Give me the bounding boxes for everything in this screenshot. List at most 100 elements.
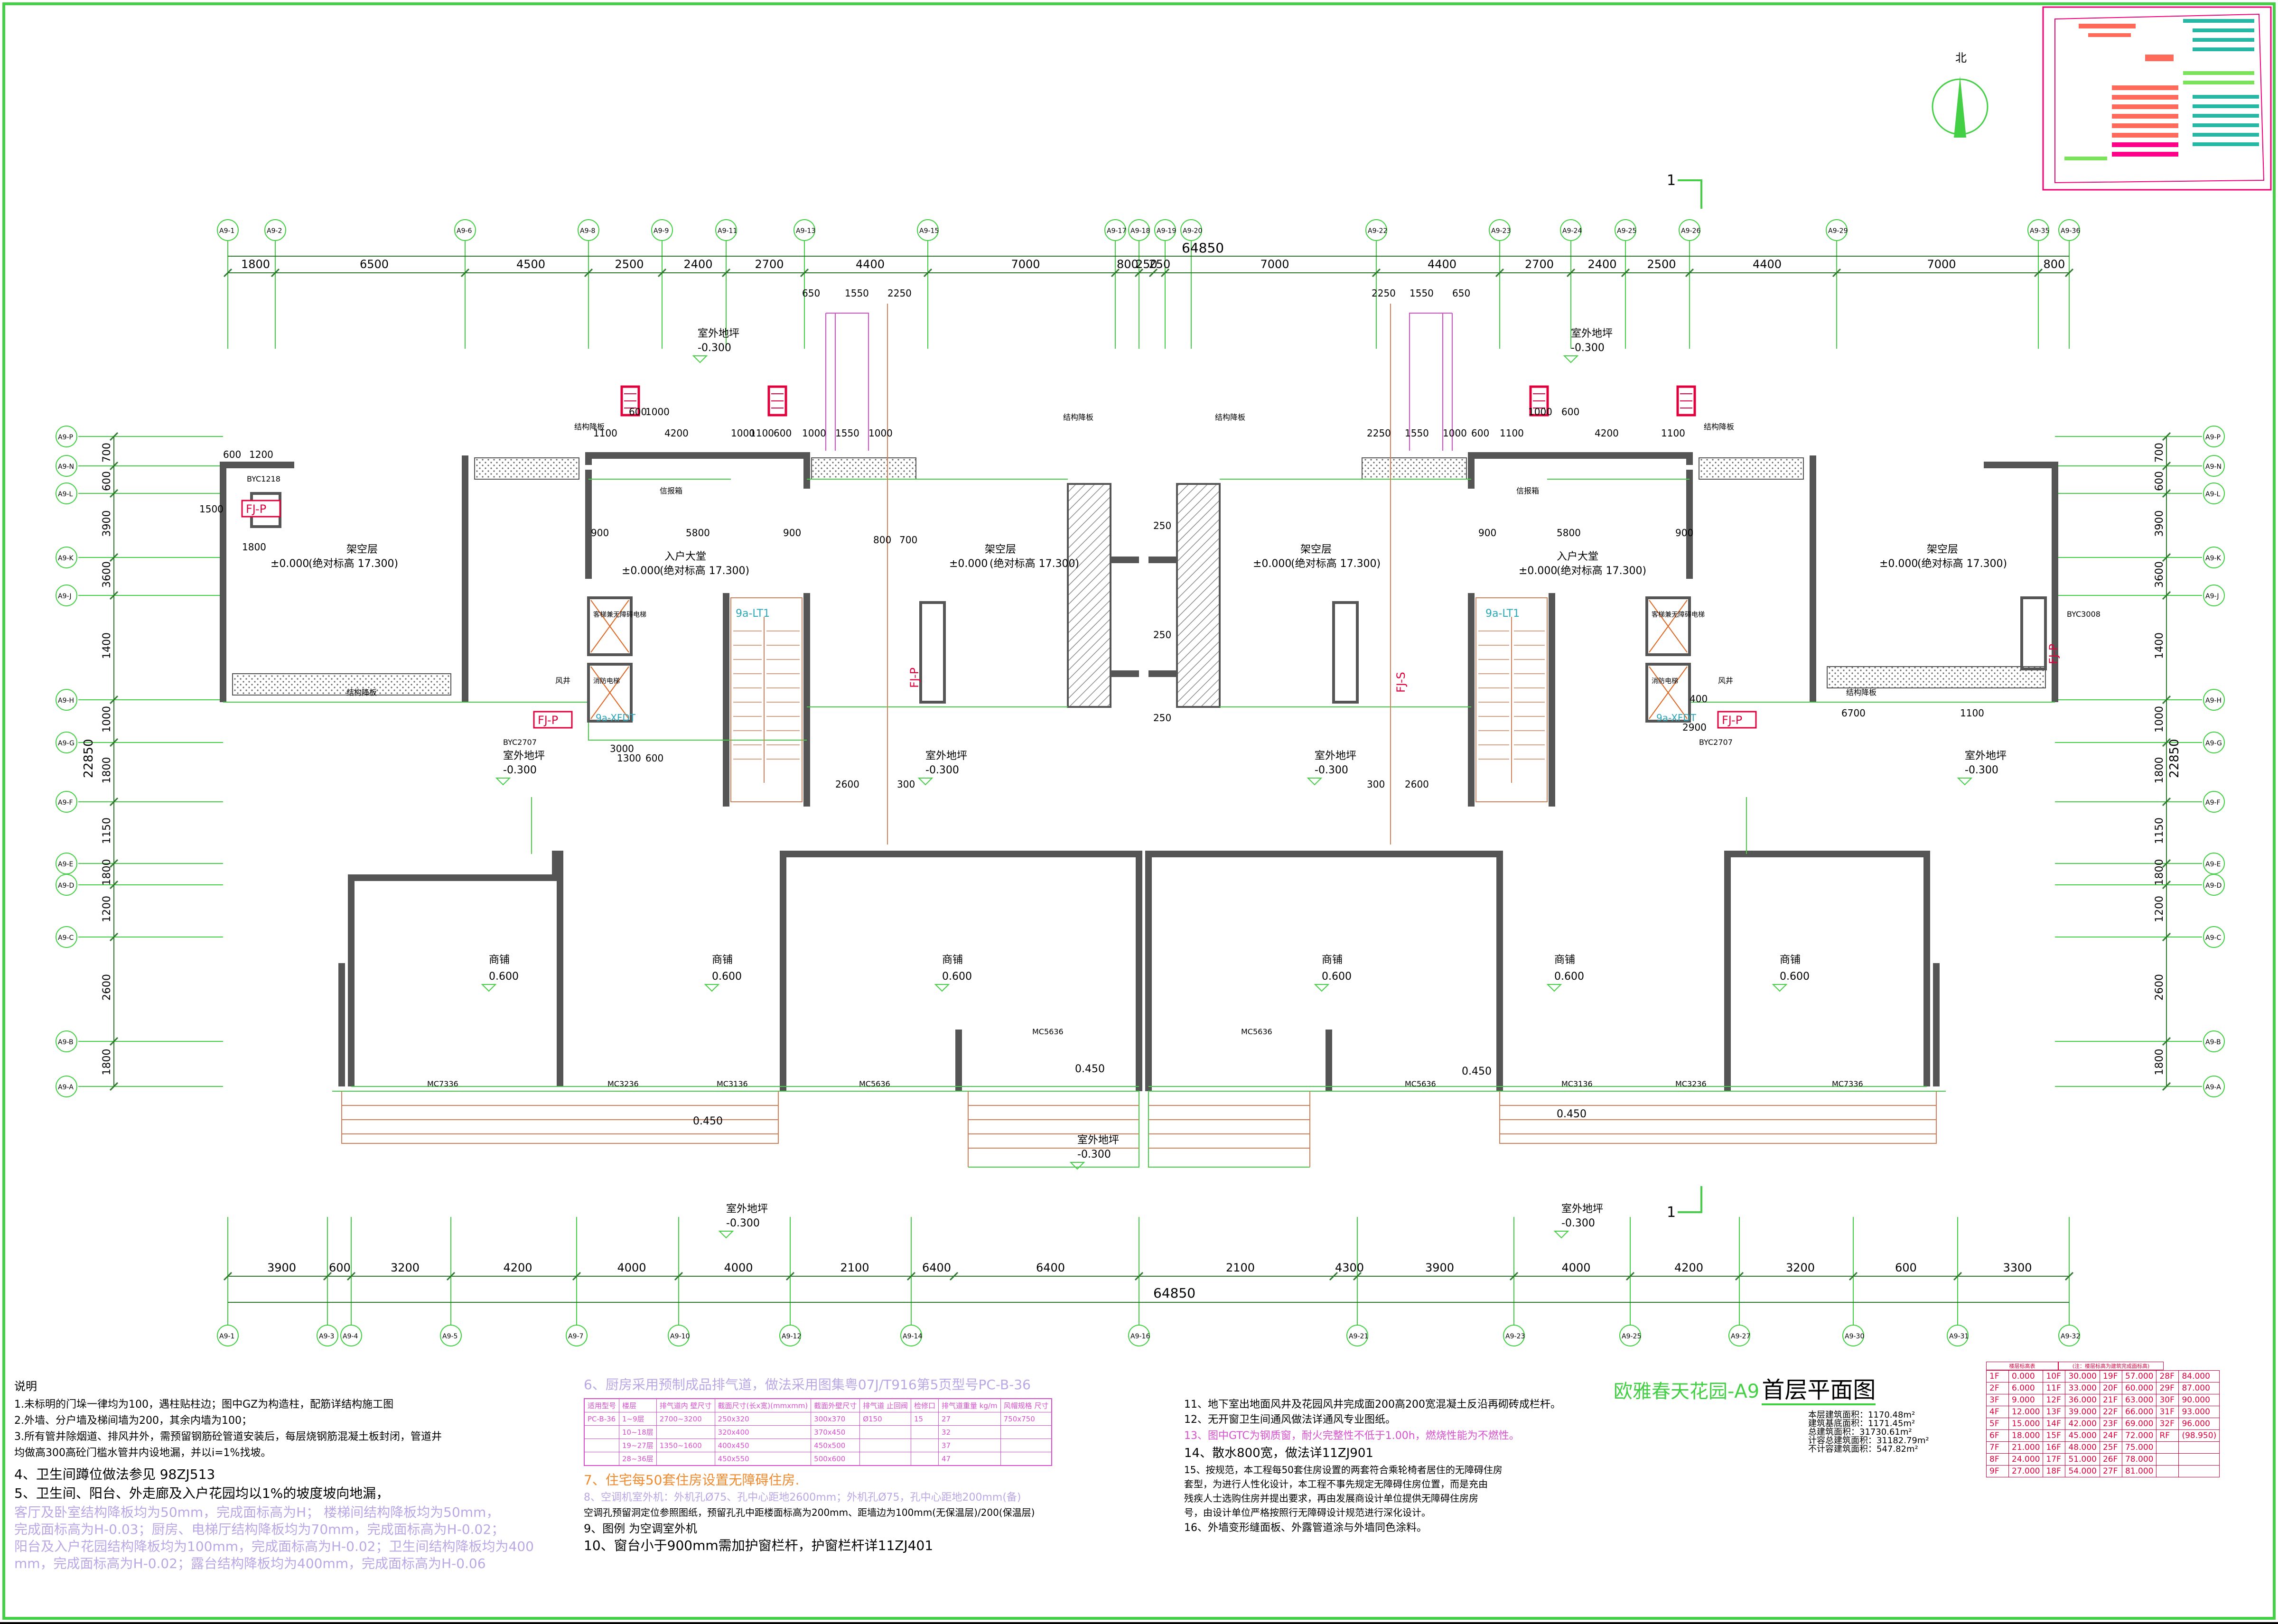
table-cell: 39.000	[2065, 1406, 2100, 1418]
dimension-tick	[223, 1271, 233, 1281]
axis-label: A9-C	[2205, 934, 2222, 942]
svg-text:结构降板: 结构降板	[574, 422, 605, 431]
axis-bubble	[668, 1325, 690, 1346]
shop-level: 0.600	[1780, 971, 1810, 983]
dimension-value: 6400	[1036, 1261, 1065, 1274]
area-label: ±0.000	[271, 558, 309, 570]
dimension-value: 4200	[504, 1261, 532, 1274]
svg-text:400: 400	[1690, 693, 1708, 705]
axis-label: A9-E	[2205, 861, 2221, 868]
outdoor-label: 室外地坪	[1965, 750, 2007, 762]
dimension-tick	[906, 1271, 916, 1281]
dimension-tick	[2162, 859, 2171, 868]
svg-text:1550: 1550	[845, 288, 869, 299]
axis-label: A9-B	[58, 1039, 74, 1046]
axis-bubble	[1615, 219, 1636, 241]
dimension-tick	[1148, 268, 1158, 278]
area-label: (绝对标高 17.300)	[660, 565, 749, 577]
svg-text:650: 650	[1452, 288, 1470, 299]
dimension-tick	[223, 268, 233, 278]
axis-bubble	[578, 219, 599, 241]
dimension-value: 1800	[241, 258, 270, 271]
outdoor-label: 室外地坪	[1571, 328, 1613, 340]
dimension-value: 4000	[724, 1261, 753, 1274]
area-label: 架空层	[985, 544, 1016, 556]
svg-text:6700: 6700	[1841, 707, 1866, 719]
axis-label: A9-36	[2061, 227, 2080, 235]
svg-text:MC3236: MC3236	[607, 1079, 639, 1088]
dimension-value: 600	[1895, 1261, 1917, 1274]
axis-label: A9-D	[2205, 882, 2222, 890]
shop-level: 0.600	[1554, 971, 1584, 983]
dimension-value: 4000	[617, 1261, 646, 1274]
dimension-tick	[2162, 880, 2171, 890]
axis-bubble	[2203, 926, 2225, 948]
dimension-tick	[1849, 1271, 1858, 1281]
dimension-value: 3600	[2154, 561, 2166, 588]
shop-label: 商铺	[489, 954, 510, 966]
outdoor-level: -0.300	[698, 342, 731, 354]
axis-bubble	[2027, 219, 2049, 241]
dimension-value: 3200	[391, 1261, 420, 1274]
table-cell: 6.000	[2008, 1382, 2044, 1394]
dimension-tick	[109, 591, 119, 600]
axis-label: A9-26	[1681, 227, 1700, 235]
svg-text:MC7336: MC7336	[1832, 1079, 1863, 1088]
area-label: ±0.000	[949, 558, 988, 570]
dimension-tick	[1111, 268, 1120, 278]
svg-text:MC5636: MC5636	[1405, 1079, 1436, 1088]
table-cell: 48.000	[2065, 1441, 2100, 1454]
dimension-tick	[2162, 432, 2171, 441]
table-cell: 90.000	[2178, 1394, 2220, 1406]
dimension-tick	[109, 932, 119, 942]
axis-label: A9-25	[1617, 227, 1636, 235]
dimension-value: 800	[1117, 258, 1139, 271]
axis-label: A9-35	[2030, 227, 2049, 235]
axis-bubble	[1947, 1325, 1969, 1346]
outdoor-label: 室外地坪	[698, 328, 739, 340]
svg-text:1100: 1100	[1661, 427, 1685, 439]
outdoor-label: 室外地坪	[726, 1203, 768, 1215]
terrace-steps	[341, 304, 1937, 1167]
dimension-tick	[1134, 1271, 1144, 1281]
area-label: (绝对标高 17.300)	[1917, 558, 2007, 570]
area-label: (绝对标高 17.300)	[990, 558, 1079, 570]
axis-label: A9-H	[58, 697, 74, 705]
dimension-value: 1150	[2154, 817, 2166, 844]
dimension-tick	[1735, 1271, 1744, 1281]
svg-text:信报箱: 信报箱	[1516, 486, 1539, 495]
axis-label: A9-23	[1505, 1333, 1525, 1340]
svg-text:600: 600	[1561, 406, 1579, 418]
level-marker	[495, 778, 511, 786]
axis-label: A9-5	[442, 1333, 457, 1340]
table-cell: (98.950)	[2178, 1429, 2220, 1442]
dimension-value: 2700	[1525, 258, 1554, 271]
level-marker	[1772, 984, 1788, 992]
table-cell: 32F	[2156, 1418, 2179, 1430]
dimension-value: 1800	[2154, 859, 2166, 886]
axis-label: A9-6	[457, 227, 472, 235]
axis-label: A9-29	[1828, 227, 1848, 235]
svg-text:0.450: 0.450	[1462, 1066, 1492, 1077]
axis-bubble	[2203, 791, 2225, 813]
axis-bubble	[1503, 1325, 1525, 1346]
dimension-tick	[2162, 553, 2171, 562]
table-cell: 69.000	[2121, 1418, 2157, 1430]
svg-text:2250: 2250	[887, 288, 912, 299]
table-cell: 54.000	[2065, 1465, 2100, 1477]
axis-bubble	[2058, 219, 2080, 241]
svg-text:1000: 1000	[1443, 427, 1467, 439]
svg-text:1000: 1000	[731, 427, 755, 439]
shop-level: 0.600	[489, 971, 519, 983]
dimension-value: 1800	[101, 757, 113, 784]
dimension-tick	[2162, 797, 2171, 807]
dimension-tick	[2162, 591, 2171, 600]
axis-bubble	[2203, 547, 2225, 568]
svg-text:BYC1218: BYC1218	[247, 474, 280, 483]
svg-text:250: 250	[1153, 629, 1171, 640]
